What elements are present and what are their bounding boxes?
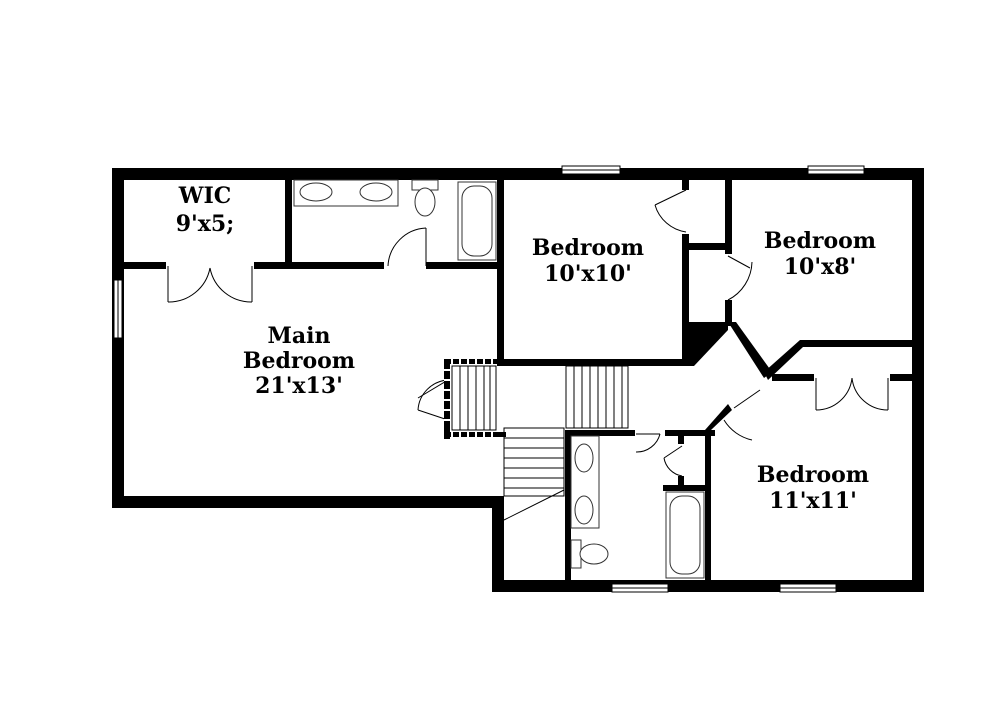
room-name-main-bedroom-line2: Bedroom: [243, 348, 355, 374]
windows: [113, 165, 865, 593]
room-size-bedroom-3: 11'x11': [769, 488, 857, 514]
room-name-bedroom-2: Bedroom: [764, 228, 876, 254]
room-size-bedroom-1: 10'x10': [544, 261, 632, 287]
room-labels: WIC 9'x5; Main Bedroom 21'x13' Bedroom 1…: [176, 183, 876, 514]
room-name-bedroom-1: Bedroom: [532, 235, 644, 261]
room-size-bedroom-2: 10'x8': [784, 254, 857, 280]
interior-walls: [124, 180, 918, 590]
room-size-wic: 9'x5;: [176, 211, 235, 237]
doors: [167, 189, 889, 477]
bathroom-fixtures: [293, 179, 705, 579]
exterior-walls: [112, 168, 924, 592]
room-name-wic: WIC: [178, 183, 232, 209]
sink: [574, 443, 594, 473]
sink: [574, 495, 594, 525]
sink: [359, 182, 393, 202]
staircase: [444, 359, 629, 521]
room-name-main-bedroom-line1: Main: [268, 323, 331, 349]
room-name-bedroom-3: Bedroom: [757, 462, 869, 488]
sink: [299, 182, 333, 202]
room-size-main-bedroom: 21'x13': [255, 373, 343, 399]
